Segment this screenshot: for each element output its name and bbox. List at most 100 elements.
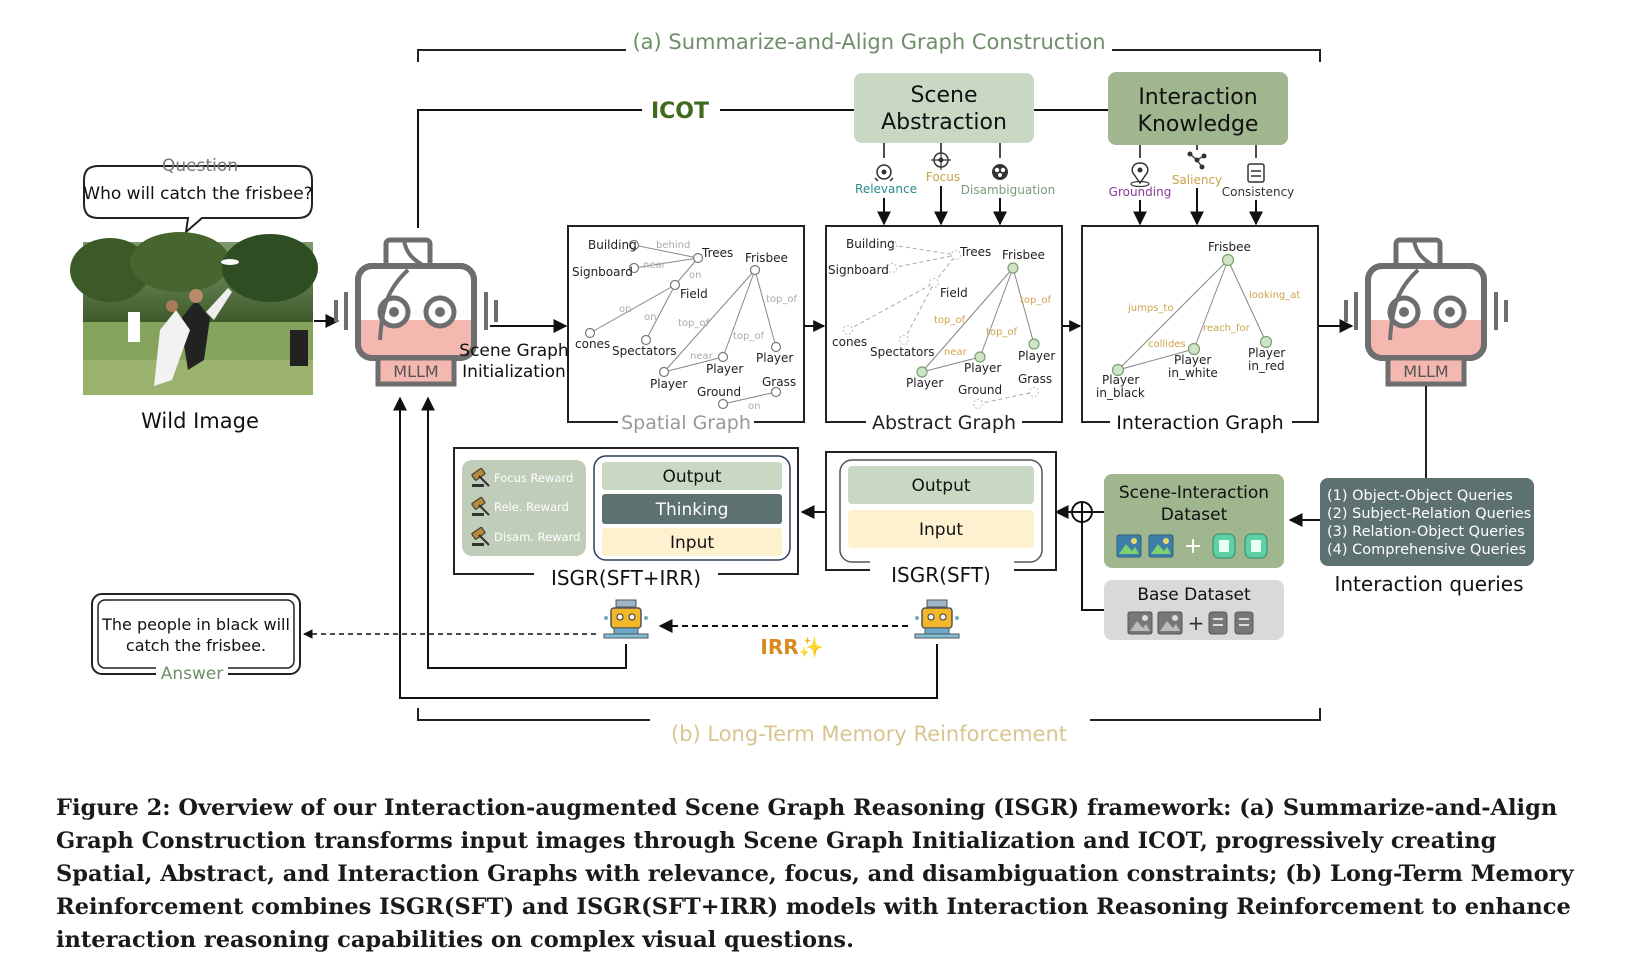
isgr-sft-input: Input: [919, 520, 963, 540]
merge-icon: [1054, 501, 1104, 611]
svg-text:Player: Player: [706, 362, 743, 376]
section-a-bracket: (a) Summarize-and-Align Graph Constructi…: [417, 30, 1321, 62]
document-icon: [1244, 533, 1268, 559]
svg-text:near: near: [643, 260, 667, 271]
svg-text:Player: Player: [650, 377, 687, 391]
saliency-icon: [1187, 151, 1207, 170]
wild-image-label: Wild Image: [141, 409, 259, 433]
svg-text:on: on: [644, 312, 656, 323]
svg-text:in_black: in_black: [1096, 386, 1145, 400]
icot-connector: ICOT: [417, 99, 1108, 228]
isgr-sft-irr-label: ISGR(SFT+IRR): [551, 566, 701, 590]
answer-line2: catch the frisbee.: [126, 636, 266, 655]
interaction-graph-title: Interaction Graph: [1116, 412, 1283, 434]
svg-text:Player: Player: [1102, 373, 1139, 387]
svg-text:Frisbee: Frisbee: [745, 251, 788, 265]
svg-text:cones: cones: [832, 335, 867, 349]
svg-text:near: near: [690, 351, 714, 362]
queries-label: Interaction queries: [1334, 572, 1523, 596]
svg-text:Building: Building: [588, 238, 637, 252]
svg-text:on: on: [619, 304, 631, 315]
spatial-graph: Spatial Graph Building Trees Frisbee Sig…: [567, 225, 805, 434]
answer-label: Answer: [161, 664, 224, 684]
reward-rele: Rele. Reward: [494, 500, 569, 514]
svg-text:Building: Building: [846, 237, 895, 251]
svg-text:in_white: in_white: [1168, 366, 1218, 380]
sftirr-input: Input: [670, 533, 714, 553]
svg-text:top_of: top_of: [733, 331, 765, 342]
interaction-graph: Interaction Graph Frisbee Player in_blac…: [1081, 225, 1319, 434]
disambiguation-icon: [992, 164, 1008, 180]
sid-line2: Dataset: [1161, 505, 1228, 525]
mllm-left-label: MLLM: [393, 362, 438, 381]
sftirr-output: Output: [662, 467, 721, 487]
queries-box: (1) Object-Object Queries (2) Subject-Re…: [1320, 478, 1534, 596]
svg-text:looking_at: looking_at: [1249, 290, 1300, 301]
robot-sft-mini: [914, 599, 960, 639]
scene-abstraction-box: Scene Abstraction Relevance Focus Disamb…: [854, 73, 1055, 226]
svg-text:Ground: Ground: [958, 383, 1002, 397]
abstract-graph: Abstract Graph Building Trees Frisbee: [825, 225, 1063, 434]
base-dataset: Base Dataset +: [1104, 580, 1284, 640]
section-a-title: (a) Summarize-and-Align Graph Constructi…: [632, 30, 1105, 54]
svg-text:Trees: Trees: [959, 245, 991, 259]
svg-text:on: on: [748, 401, 760, 412]
image-icon: [1116, 534, 1142, 558]
disambiguation-label: Disambiguation: [961, 183, 1055, 197]
image-icon: [1148, 534, 1174, 558]
feedback-loops: [393, 396, 938, 699]
svg-text:Frisbee: Frisbee: [1208, 240, 1251, 254]
svg-text:Player: Player: [906, 376, 943, 390]
irr-label: IRR✨: [760, 635, 823, 659]
svg-text:top_of: top_of: [1020, 295, 1052, 306]
relevance-icon: [874, 164, 894, 182]
svg-text:Signboard: Signboard: [572, 265, 633, 279]
document-icon: [1208, 611, 1228, 635]
abstract-graph-title: Abstract Graph: [872, 412, 1016, 434]
focus-label: Focus: [926, 170, 960, 184]
svg-text:behind: behind: [656, 240, 690, 251]
grounding-icon: [1130, 162, 1150, 188]
section-b-title: (b) Long-Term Memory Reinforcement: [671, 722, 1067, 746]
document-icon: [1234, 611, 1254, 635]
svg-text:cones: cones: [575, 337, 610, 351]
svg-text:top_of: top_of: [678, 318, 710, 329]
svg-text:top_of: top_of: [986, 327, 1018, 338]
document-icon: [1212, 533, 1236, 559]
svg-text:reach_for: reach_for: [1203, 323, 1251, 334]
scene-interaction-dataset: Scene-Interaction Dataset +: [1104, 474, 1284, 568]
isgr-sft: Output Input ISGR(SFT): [825, 451, 1057, 587]
sftirr-thinking: Thinking: [655, 500, 729, 520]
scene-abstraction-line1: Scene: [910, 83, 977, 108]
interaction-knowledge-line1: Interaction: [1138, 85, 1257, 110]
figure-caption: Figure 2: Overview of our Interaction-au…: [56, 795, 1574, 953]
spatial-graph-title: Spatial Graph: [621, 412, 751, 434]
mllm-right: MLLM: [1346, 240, 1506, 384]
scene-graph-init-line2: Initialization: [462, 362, 566, 382]
svg-text:Field: Field: [680, 287, 708, 301]
question-bubble: Question Who will catch the frisbee?: [83, 156, 313, 235]
query-3: (3) Relation-Object Queries: [1327, 524, 1525, 540]
grounding-label: Grounding: [1109, 185, 1172, 199]
svg-text:Grass: Grass: [1018, 372, 1052, 386]
image-icon: [1157, 611, 1183, 635]
svg-text:Frisbee: Frisbee: [1002, 248, 1045, 262]
mllm-left: MLLM: [336, 240, 496, 384]
svg-text:Grass: Grass: [762, 375, 796, 389]
image-icon: [1127, 611, 1153, 635]
answer-box: The people in black will catch the frisb…: [91, 593, 301, 684]
svg-text:Player: Player: [964, 361, 1001, 375]
relevance-label: Relevance: [855, 182, 917, 196]
svg-text:+: +: [1188, 611, 1205, 635]
svg-text:Player: Player: [1174, 353, 1211, 367]
svg-text:top_of: top_of: [934, 315, 966, 326]
svg-text:Player: Player: [1248, 346, 1285, 360]
question-label: Question: [162, 156, 238, 176]
icot-label: ICOT: [651, 99, 709, 124]
robot-sftirr-mini: [603, 599, 649, 639]
query-4: (4) Comprehensive Queries: [1327, 542, 1526, 558]
svg-text:Player: Player: [1018, 349, 1055, 363]
query-2: (2) Subject-Relation Queries: [1327, 506, 1531, 522]
svg-text:near: near: [944, 347, 968, 358]
